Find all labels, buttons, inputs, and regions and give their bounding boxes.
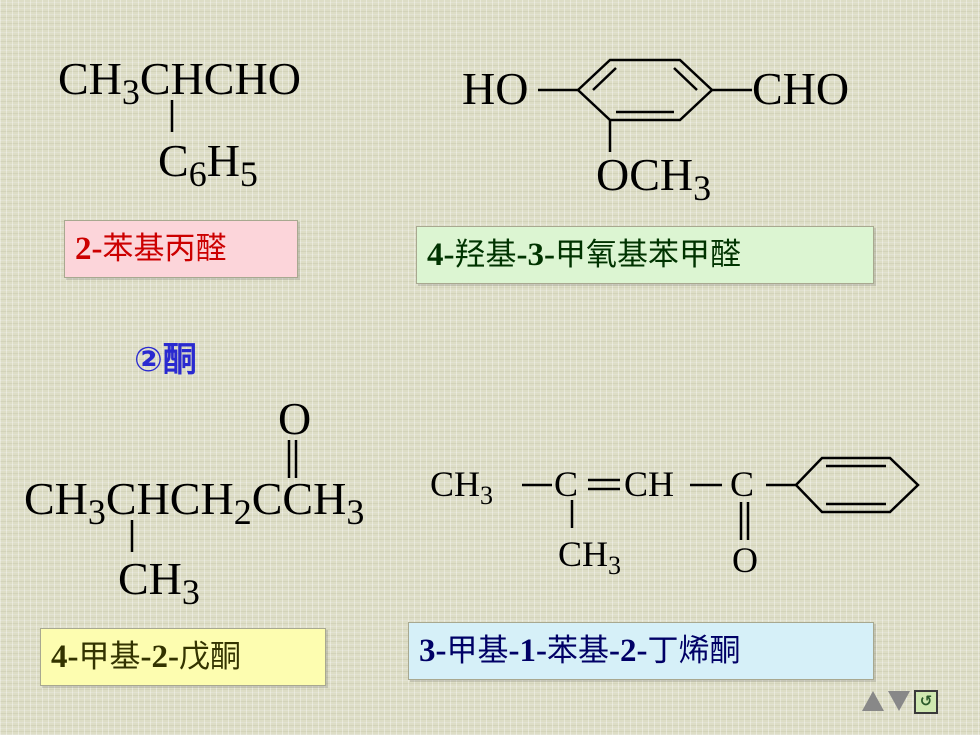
l3-num2: -2- — [140, 639, 179, 675]
s2-och: OCH — [596, 149, 693, 200]
label-4-methyl-2-pentanone: 4-甲基-2-戊酮 — [40, 628, 326, 686]
svg-text:C6H5: C6H5 — [158, 135, 258, 194]
s1-main: CH — [58, 53, 122, 104]
s1-main-rest: CHCHO — [140, 53, 301, 104]
s1-branch-sub2: 5 — [240, 154, 258, 194]
s4-c1: C — [554, 464, 578, 504]
s4-oxygen: O — [732, 540, 758, 580]
section-heading-ketone: ②酮 — [134, 340, 197, 380]
l4-num2: -1- — [508, 633, 547, 669]
l3-name1: 甲基 — [78, 639, 141, 675]
label-vanillin: 4-羟基-3-甲氧基苯甲醛 — [416, 226, 874, 284]
s3-oxygen: O — [278, 393, 311, 444]
structure-4-methyl-2-pentanone: O CH3CHCH2CCH3 CH3 — [24, 393, 364, 612]
s1-branch: C — [158, 135, 189, 186]
s1-main-sub: 3 — [122, 72, 140, 112]
structure-vanillin: HO CHO OCH3 — [462, 58, 849, 208]
s1-branch-sub1: 6 — [189, 154, 207, 194]
l4-name1: 甲基 — [446, 633, 509, 669]
s4-branch: CH — [558, 534, 608, 574]
l2-name1: 羟基 — [454, 237, 517, 273]
label-3-methyl-1-phenyl-2-butenone: 3-甲基-1-苯基-2-丁烯酮 — [408, 622, 874, 680]
s4-ch: CH — [624, 464, 674, 504]
s3-branch: CH — [118, 553, 182, 604]
return-icon: ↺ — [919, 692, 933, 710]
l4-name2: 苯基 — [546, 633, 609, 669]
l1-name: 苯基丙醛 — [102, 231, 227, 267]
phenyl-ring-icon — [794, 456, 920, 514]
l4-num3: -2- — [608, 633, 648, 669]
svg-text:CH3: CH3 — [430, 464, 493, 510]
svg-text:CH3CHCHO: CH3CHCHO — [58, 53, 301, 112]
label-2-phenylpropanal: 2-苯基丙醛 — [64, 220, 298, 278]
l4-name3: 丁烯酮 — [647, 633, 741, 669]
structure-3-methyl-1-phenyl-2-butenone: CH3 C CH C CH3 O — [430, 456, 920, 580]
triangle-down-icon — [888, 691, 910, 711]
svg-text:CH3CHCH2CCH3: CH3CHCH2CCH3 — [24, 473, 364, 532]
svg-text:CH3: CH3 — [558, 534, 621, 580]
s4-c2: C — [730, 464, 754, 504]
prev-slide-button[interactable] — [862, 691, 884, 713]
s3-p3: CCH — [252, 473, 347, 524]
triangle-up-icon — [862, 691, 884, 711]
l3-num1: 4- — [51, 639, 79, 675]
slide-navigation: ↺ — [862, 690, 938, 714]
l2-name2: 甲氧基苯甲醛 — [554, 237, 741, 273]
svg-text:OCH3: OCH3 — [596, 149, 711, 208]
s2-ho: HO — [462, 63, 528, 114]
l3-name2: 戊酮 — [178, 639, 241, 675]
s3-p1: CH — [24, 473, 88, 524]
s2-cho: CHO — [752, 63, 849, 114]
s2-och-sub: 3 — [693, 168, 711, 208]
s3-p2: CHCH — [106, 473, 234, 524]
next-slide-button[interactable] — [888, 691, 910, 713]
l4-num1: 3- — [419, 633, 447, 669]
l2-num2: -3- — [516, 237, 555, 273]
s1-branch-h: H — [207, 135, 240, 186]
l2-num1: 4- — [427, 237, 455, 273]
return-button[interactable]: ↺ — [914, 690, 938, 714]
l1-num: 2- — [75, 231, 103, 267]
structure-2-phenylpropanal: CH3CHCHO C6H5 — [58, 53, 301, 194]
svg-text:CH3: CH3 — [118, 553, 200, 612]
s4-ch3: CH — [430, 464, 480, 504]
